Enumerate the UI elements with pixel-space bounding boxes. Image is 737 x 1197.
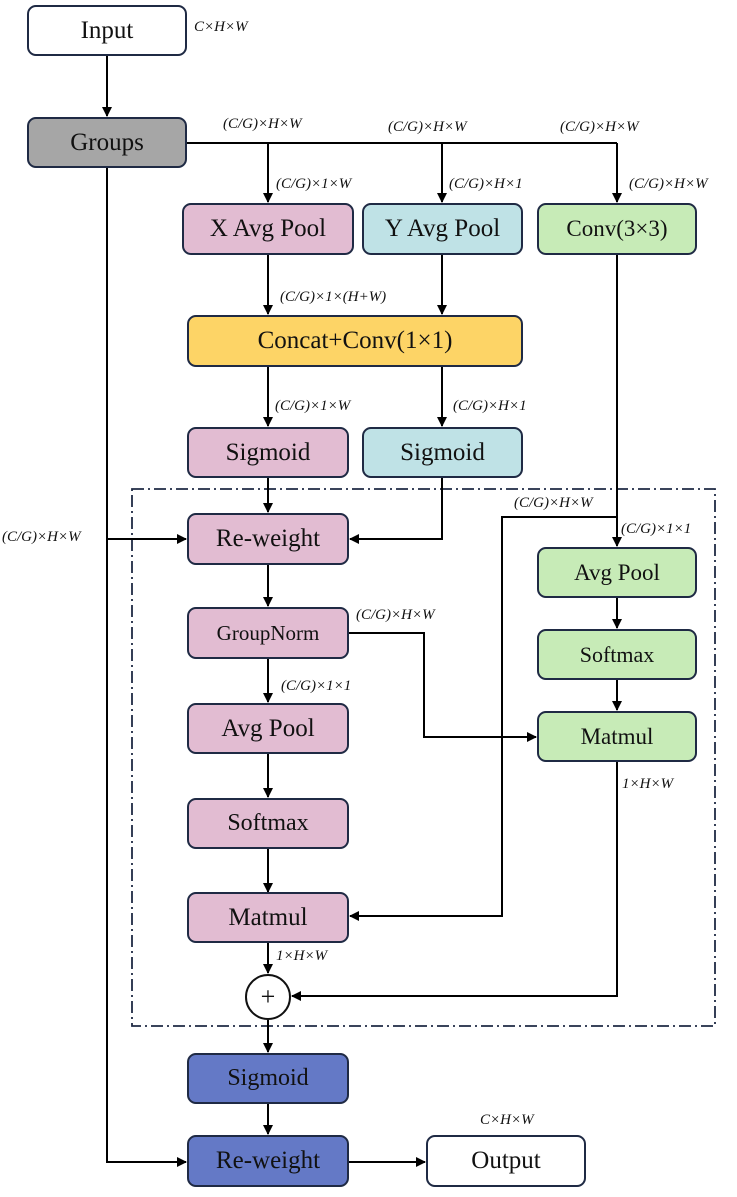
label-conv-in: (C/G)×H×W [629, 176, 708, 192]
label-right-matmul-out: 1×H×W [622, 776, 674, 792]
x-avg-pool-node: X Avg Pool [182, 203, 354, 255]
groupnorm-node: GroupNorm [187, 607, 349, 659]
concat-conv-node: Concat+Conv(1×1) [187, 315, 523, 367]
edge-groupnorm-rightmatmul [349, 632, 537, 742]
edge-sigy-reweight [349, 478, 443, 544]
matmul-left-node: Matmul [187, 892, 349, 943]
label-xpool-in: (C/G)×1×W [276, 176, 352, 192]
label-left-avgpool-in: (C/G)×1×1 [281, 678, 352, 694]
output-node: Output [426, 1135, 586, 1187]
y-avg-pool-node: Y Avg Pool [362, 203, 523, 255]
softmax-left-node: Softmax [187, 798, 349, 849]
label-side-shape: (C/G)×H×W [2, 529, 81, 545]
label-groupnorm-out: (C/G)×H×W [356, 607, 435, 623]
sigmoid-final-node: Sigmoid [187, 1053, 349, 1104]
reweight-final-node: Re-weight [187, 1135, 349, 1187]
groups-node: Groups [27, 117, 187, 168]
edge-conv-leftmatmul [349, 516, 617, 921]
sigmoid-x-node: Sigmoid [187, 427, 349, 478]
label-left-matmul-out: 1×H×W [276, 948, 328, 964]
label-groups-out-3: (C/G)×H×W [560, 119, 639, 135]
add-operator: + [245, 974, 291, 1020]
softmax-right-node: Softmax [537, 629, 697, 680]
label-groups-out-1: (C/G)×H×W [223, 116, 302, 132]
reweight-inner-node: Re-weight [187, 513, 349, 565]
matmul-right-node: Matmul [537, 711, 697, 762]
label-conv-branch: (C/G)×H×W [514, 495, 593, 511]
edge-rightmatmul-plus [291, 762, 618, 1001]
avg-pool-left-node: Avg Pool [187, 703, 349, 754]
sigmoid-y-node: Sigmoid [362, 427, 523, 478]
edge-groups-skip [106, 168, 187, 1167]
label-concat-in: (C/G)×1×(H+W) [280, 289, 387, 305]
label-sigy-in: (C/G)×H×1 [453, 398, 527, 414]
avg-pool-right-node: Avg Pool [537, 547, 697, 598]
label-output-shape: C×H×W [480, 1112, 534, 1128]
label-groups-out-2: (C/G)×H×W [388, 119, 467, 135]
attention-region-border [131, 488, 716, 1027]
label-ypool-in: (C/G)×H×1 [449, 176, 523, 192]
conv3x3-node: Conv(3×3) [537, 203, 697, 255]
label-input-shape: C×H×W [194, 19, 248, 35]
input-node: Input [27, 5, 187, 56]
label-sigx-in: (C/G)×1×W [275, 398, 351, 414]
label-right-avgpool-in: (C/G)×1×1 [621, 521, 692, 537]
